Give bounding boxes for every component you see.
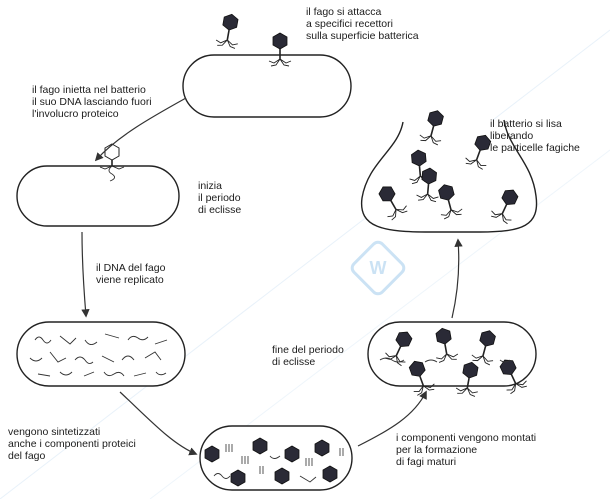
arrow-attach-to-inject — [94, 97, 187, 162]
bacterium-assembly — [367, 321, 537, 387]
arrow-replication-to-synthesis — [119, 391, 198, 456]
watermark-logo: W — [350, 240, 406, 296]
label-eclipse-start: inizia il periodo di eclisse — [198, 180, 242, 216]
label-lysis: il batterio si lisa liberando le partice… — [490, 118, 580, 154]
phage-components — [204, 437, 344, 487]
bacterium-attach — [182, 54, 352, 118]
assembling-phages — [379, 325, 530, 398]
label-protein-synthesis: vengono sintetizzati anche i componenti … — [8, 426, 136, 462]
label-dna-replication: il DNA del fago viene replicato — [96, 262, 166, 286]
arrow-synthesis-to-assembly — [357, 390, 427, 447]
label-assembly: i componenti vengono montati per la form… — [396, 432, 537, 468]
bacterium-inject — [16, 165, 180, 227]
label-eclipse-end: fine del periodo di eclisse — [272, 344, 344, 368]
svg-text:W: W — [370, 258, 387, 278]
empty-phage-coat — [99, 143, 125, 170]
label-attach: il fago si attacca a specifici recettori… — [306, 6, 419, 42]
free-phage — [214, 11, 244, 50]
arrow-inject-to-replication — [81, 231, 90, 318]
label-inject: il fago inietta nel batterio il suo DNA … — [32, 84, 152, 120]
arrow-assembly-to-lysis — [451, 238, 463, 319]
lysed-bacterium — [360, 119, 538, 233]
injected-dna — [108, 165, 115, 182]
replicated-dna — [29, 333, 168, 377]
bacterium-replication — [16, 321, 186, 387]
